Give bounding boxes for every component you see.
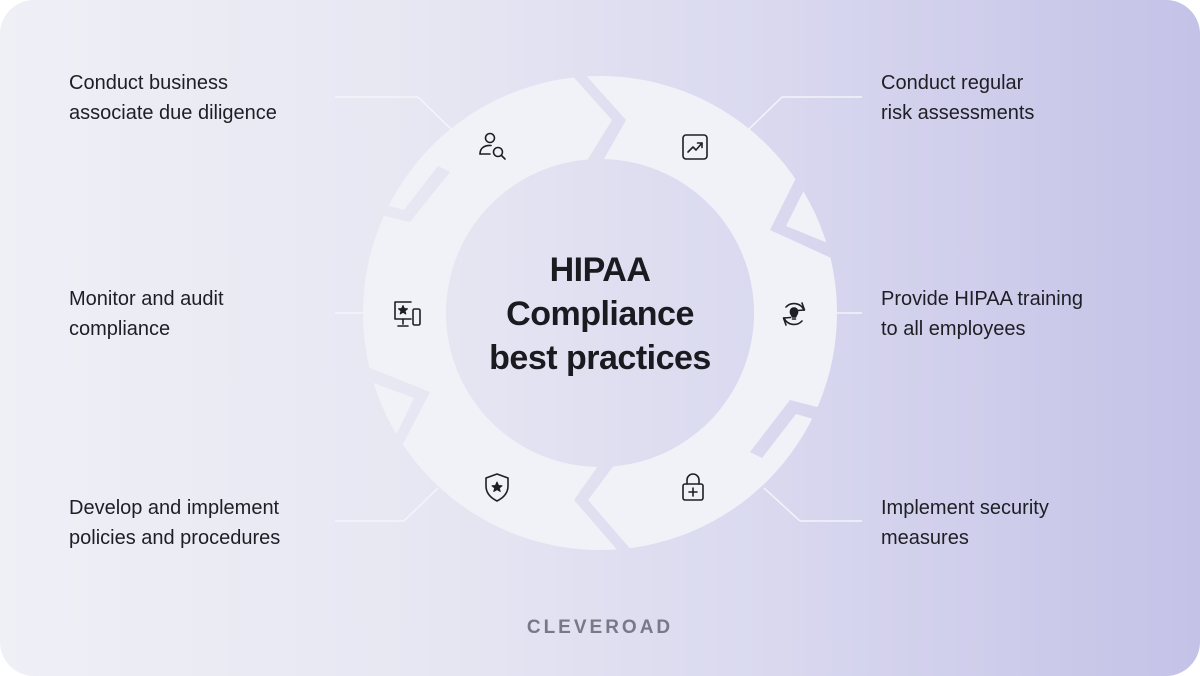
title-line-1: HIPAA <box>549 251 651 289</box>
step-6-line-1: Monitor and audit <box>69 288 224 310</box>
title-line-2: Compliance <box>506 295 694 333</box>
step-label-monitor-audit: Monitor and audit compliance <box>69 284 224 344</box>
title-line-3: best practices <box>489 339 711 377</box>
step-2-line-2: risk assessments <box>881 102 1035 124</box>
connector-line-4b <box>763 487 801 522</box>
ring-body <box>363 76 837 550</box>
step-label-business-associate: Conduct business associate due diligence <box>69 68 277 128</box>
connector-line-1b <box>417 96 453 131</box>
step-4-line-1: Implement security <box>881 497 1049 519</box>
step-2-line-1: Conduct regular <box>881 72 1024 94</box>
step-label-hipaa-training: Provide HIPAA training to all employees <box>881 284 1083 344</box>
lock-plus-icon <box>677 471 709 503</box>
user-search-icon <box>476 130 508 162</box>
connector-line-5b <box>403 487 439 522</box>
diagram-title: HIPAA Compliance best practices <box>450 248 750 380</box>
step-5-line-1: Develop and implement <box>69 497 280 519</box>
step-1-line-2: associate due diligence <box>69 102 277 124</box>
trend-chart-icon <box>679 131 711 163</box>
step-3-line-1: Provide HIPAA training <box>881 288 1083 310</box>
step-3-line-2: to all employees <box>881 318 1026 340</box>
shield-star-icon <box>481 471 513 503</box>
training-refresh-icon <box>778 298 810 330</box>
brand-logo-text: CLEVEROAD <box>526 617 674 638</box>
step-label-security-measures: Implement security measures <box>881 493 1049 553</box>
step-5-line-2: policies and procedures <box>69 527 281 549</box>
step-4-line-2: measures <box>881 527 969 549</box>
step-6-line-2: compliance <box>69 318 171 340</box>
step-1-line-1: Conduct business <box>69 72 228 94</box>
step-label-policies-procedures: Develop and implement policies and proce… <box>69 493 280 553</box>
monitor-star-icon <box>391 298 423 330</box>
connector-line-2b <box>747 96 783 131</box>
step-label-risk-assessments: Conduct regular risk assessments <box>881 68 1034 128</box>
